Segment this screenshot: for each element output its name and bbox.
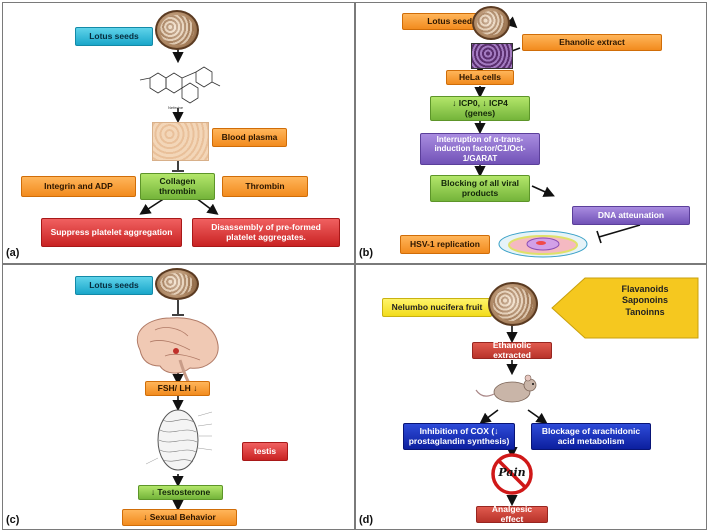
a-integrin-adp-box: Integrin and ADP <box>21 176 136 197</box>
c-lotus-seeds-image <box>155 268 199 300</box>
arrow-d3 <box>479 409 499 424</box>
b-panel-label: (b) <box>359 247 374 259</box>
d-ethanolic-extracted-box: Ethanolic extracted <box>472 340 552 359</box>
c-testis-box: testis <box>242 442 288 461</box>
d-nelumbo-box: Nelumbo nucifera fruit <box>382 298 492 317</box>
d-pain-text: Pain <box>498 466 526 479</box>
d-blockage-box: Blockage of arachidonic acid metabolism <box>531 423 651 450</box>
b-icp-line2: (genes) <box>464 107 496 118</box>
b-hela-cells-box: HeLa cells <box>446 70 514 85</box>
b-icp-line1: ↓ ICP0, ↓ ICP4 <box>452 97 508 108</box>
b-hela-cells-image <box>471 43 513 69</box>
a-lotus-seeds-image <box>155 10 199 50</box>
a-thrombin-box: Thrombin <box>222 176 308 197</box>
a-suppress-platelet-box: Suppress platelet aggregation <box>41 218 182 247</box>
arrow-a3 <box>139 197 166 215</box>
a-panel-label: (a) <box>6 247 20 259</box>
b-lotus-seeds-image <box>472 6 510 40</box>
d-compounds-text: Flavanoids Saponoins Tanoinns <box>600 284 690 318</box>
a-blood-plasma-image <box>152 122 209 161</box>
a-collagen-thrombin-box: Collagen thrombin <box>140 173 215 200</box>
inhibit-b <box>598 224 641 238</box>
b-ethanolic-extract-box: Ehanolic extract <box>522 34 662 51</box>
a-disassembly-box: Disassembly of pre-formed platelet aggre… <box>192 218 340 247</box>
b-blocking-box: Blocking of all viral products <box>430 175 530 202</box>
c-sexual-behavior-box: ↓ Sexual Behavior <box>122 509 237 526</box>
d-lotus-seeds-image <box>488 282 538 326</box>
arrow-d4 <box>527 409 548 424</box>
b-icp-genes-box: ↓ ICP0, ↓ ICP4 (genes) <box>430 96 530 121</box>
inhibit-b-bar <box>596 230 602 244</box>
d-panel-label: (d) <box>359 514 374 526</box>
c-panel-label: (c) <box>6 514 20 526</box>
arrow-b7 <box>531 185 555 197</box>
c-fsh-lh-box: FSH/ LH ↓ <box>145 381 210 396</box>
a-lotus-seeds-box: Lotus seeds <box>75 27 153 46</box>
a-blood-plasma-box: Blood plasma <box>212 128 287 147</box>
arrow-a4 <box>195 197 219 215</box>
d-flavanoids: Flavanoids <box>621 284 669 294</box>
b-dna-attenuation-box: DNA atteunation <box>572 206 690 225</box>
d-saponoins: Saponoins <box>621 295 668 306</box>
c-lotus-seeds-box: Lotus seeds <box>75 276 153 295</box>
d-inhibition-cox-box: Inhibition of COX (↓ prostaglandin synth… <box>403 423 515 450</box>
c-testosterone-box: ↓ Testosterone <box>138 485 223 500</box>
d-analgesic-box: Analgesic effect <box>476 504 548 523</box>
b-hsv-replication-box: HSV-1 replication <box>400 235 490 254</box>
b-interruption-box: Interruption of α-trans-induction factor… <box>420 133 540 165</box>
d-tanoinns: Tanoinns <box>625 306 665 317</box>
